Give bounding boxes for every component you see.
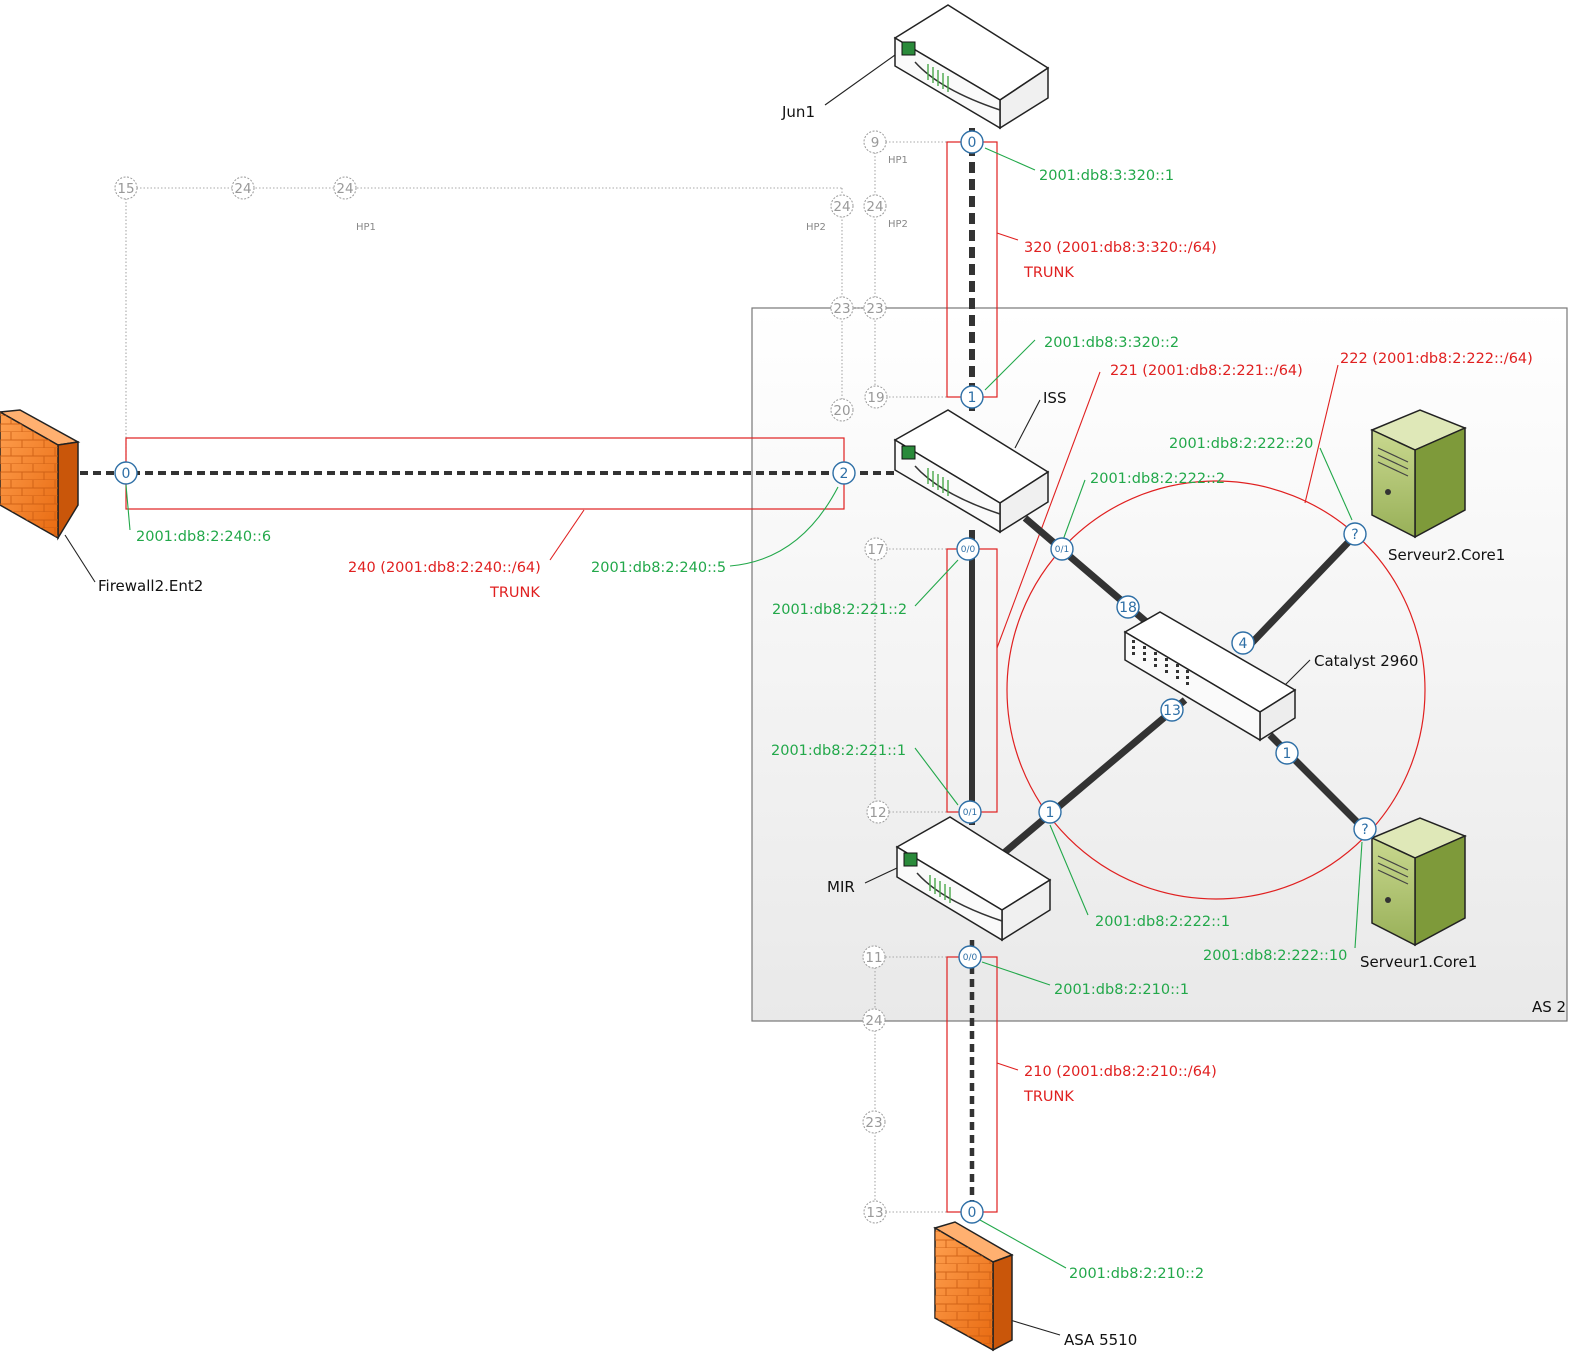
device-port-circles [114, 130, 1377, 1224]
port-catalyst-18: 18 [1119, 600, 1137, 616]
hp-port-19: 19 [867, 390, 884, 406]
hp-port-labels: 9 15 24 24 24 24 23 23 19 20 17 12 11 24… [117, 135, 886, 1221]
vlan-320-trunk: TRUNK [1023, 265, 1074, 281]
hp-port-24: 24 [336, 181, 353, 197]
switch-catalyst-icon [1123, 611, 1297, 742]
server1-icon [1370, 817, 1467, 947]
hp1-label: HP1 [356, 222, 376, 233]
hp-port-11: 11 [865, 950, 882, 966]
hp-port-24: 24 [833, 199, 850, 215]
hp-port-12: 12 [869, 805, 886, 821]
hp-port-24: 24 [866, 199, 883, 215]
hp-port-24: 24 [865, 1013, 882, 1029]
addr-210-1: 2001:db8:2:210::1 [1054, 982, 1189, 998]
label-jun1: Jun1 [781, 103, 815, 121]
port-mir-0-0: 0/0 [963, 953, 978, 963]
server2-icon [1370, 409, 1467, 539]
hp-port-15: 15 [117, 181, 134, 197]
vlan-240-label: 240 (2001:db8:2:240::/64) [348, 560, 541, 576]
addr-320-2: 2001:db8:3:320::2 [1044, 335, 1179, 351]
hp-port-23: 23 [866, 301, 883, 317]
vlan-labels: 320 (2001:db8:3:320::/64) TRUNK 240 (200… [348, 240, 1533, 1105]
label-serveur2: Serveur2.Core1 [1388, 546, 1505, 564]
port-fw2-0: 0 [122, 466, 131, 482]
port-iss-1: 1 [968, 390, 977, 406]
port-mir-0-1: 0/1 [963, 808, 977, 818]
vlan-210-trunk: TRUNK [1023, 1089, 1074, 1105]
firewall2-icon [0, 409, 81, 541]
asa-firewall-icon [933, 1221, 1014, 1352]
vlan-320-label: 320 (2001:db8:3:320::/64) [1024, 240, 1217, 256]
port-jun1-0: 0 [968, 135, 977, 151]
vlan-221-label: 221 (2001:db8:2:221::/64) [1110, 363, 1303, 379]
port-serveur2-unknown: ? [1351, 527, 1358, 543]
label-firewall2: Firewall2.Ent2 [98, 577, 203, 595]
addr-222-1: 2001:db8:2:222::1 [1095, 914, 1230, 930]
device-labels: Jun1 ISS MIR Catalyst 2960 Firewall2.Ent… [98, 103, 1505, 1349]
address-leaders [125, 147, 1363, 1269]
hp-port-circles [114, 130, 890, 1224]
hp-port-9: 9 [871, 135, 880, 151]
hp2-label: HP2 [806, 222, 826, 233]
vlan-222-circle [1006, 480, 1426, 900]
hp-port-13: 13 [866, 1205, 883, 1221]
addr-210-2: 2001:db8:2:210::2 [1069, 1266, 1204, 1282]
vlan-240-trunk: TRUNK [489, 585, 540, 601]
addr-221-1: 2001:db8:2:221::1 [771, 743, 906, 759]
label-catalyst: Catalyst 2960 [1314, 652, 1418, 670]
port-asa-0: 0 [968, 1205, 977, 1221]
hp-port-17: 17 [867, 542, 884, 558]
hp-port-20: 20 [833, 403, 850, 419]
hp-port-23: 23 [833, 301, 850, 317]
port-iss-2: 2 [840, 466, 849, 482]
label-serveur1: Serveur1.Core1 [1360, 953, 1477, 971]
port-serveur1-unknown: ? [1361, 822, 1368, 838]
port-iss-0-0: 0/0 [961, 545, 976, 555]
hp-switch-labels: HP1 HP1 HP2 HP2 [356, 155, 908, 233]
device-port-labels: 0 1 0 2 0/0 0/1 0/1 1 0/0 0 18 4 13 1 ? … [122, 135, 1369, 1221]
hp-port-23: 23 [865, 1115, 882, 1131]
addr-240-5: 2001:db8:2:240::5 [591, 560, 726, 576]
address-labels: 2001:db8:3:320::1 2001:db8:3:320::2 2001… [136, 168, 1347, 1282]
label-asa: ASA 5510 [1064, 1331, 1137, 1349]
addr-222-2: 2001:db8:2:222::2 [1090, 471, 1225, 487]
vlan-222-label: 222 (2001:db8:2:222::/64) [1340, 351, 1533, 367]
label-iss: ISS [1043, 389, 1066, 407]
addr-320-1: 2001:db8:3:320::1 [1039, 168, 1174, 184]
router-iss-icon [893, 409, 1050, 534]
hp-port-24: 24 [234, 181, 251, 197]
hp2-label: HP2 [888, 219, 908, 230]
addr-222-10: 2001:db8:2:222::10 [1203, 948, 1347, 964]
router-jun1-icon [893, 4, 1050, 130]
port-catalyst-1: 1 [1283, 746, 1292, 762]
router-mir-icon [895, 816, 1052, 942]
link-catalyst-srv2 [1242, 527, 1363, 653]
port-mir-1: 1 [1046, 805, 1055, 821]
hp1-label: HP1 [888, 155, 908, 166]
port-catalyst-4: 4 [1239, 636, 1248, 652]
addr-222-20: 2001:db8:2:222::20 [1169, 436, 1313, 452]
port-catalyst-13: 13 [1163, 703, 1181, 719]
as2-label: AS 2 [1532, 998, 1566, 1016]
device-leaders [64, 54, 1311, 1336]
vlan-leaders [549, 232, 1339, 1071]
addr-221-2: 2001:db8:2:221::2 [772, 602, 907, 618]
port-iss-0-1: 0/1 [1055, 545, 1069, 555]
link-mir-catalyst [1002, 697, 1188, 855]
addr-240-6: 2001:db8:2:240::6 [136, 529, 271, 545]
vlan-210-label: 210 (2001:db8:2:210::/64) [1024, 1064, 1217, 1080]
label-mir: MIR [827, 878, 855, 896]
